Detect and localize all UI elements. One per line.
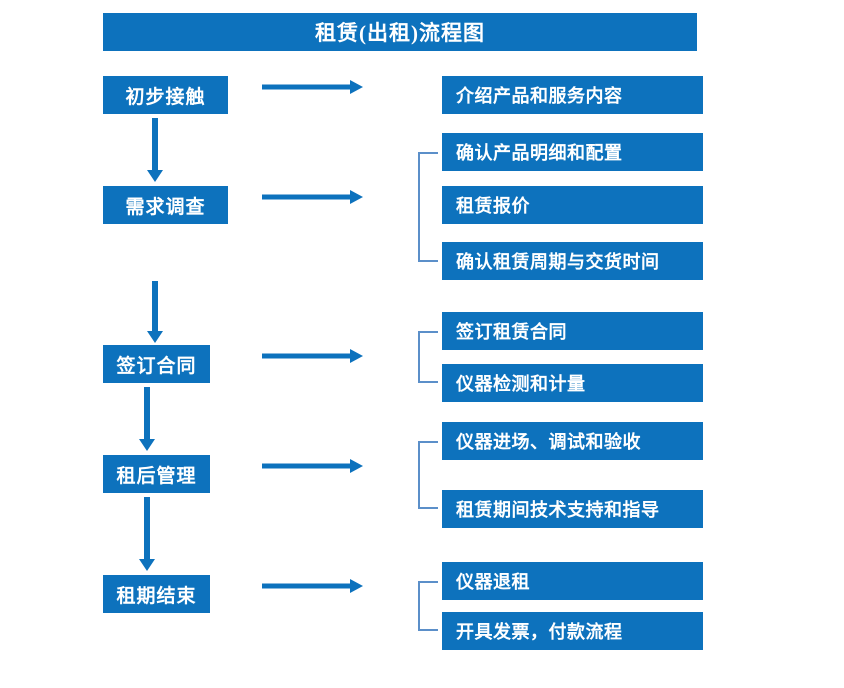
arrow-right-icon bbox=[262, 79, 363, 95]
detail-box[interactable]: 仪器退租 bbox=[442, 562, 703, 600]
detail-box[interactable]: 租赁期间技术支持和指导 bbox=[442, 490, 703, 528]
arrow-right-icon bbox=[262, 189, 363, 205]
page-title: 租赁(出租)流程图 bbox=[103, 13, 697, 51]
arrow-down-icon bbox=[136, 497, 158, 571]
group-bracket bbox=[418, 441, 438, 509]
detail-box[interactable]: 仪器检测和计量 bbox=[442, 364, 703, 402]
group-bracket bbox=[418, 581, 438, 631]
stage-box[interactable]: 签订合同 bbox=[103, 345, 210, 383]
arrow-down-icon bbox=[144, 118, 166, 182]
detail-box[interactable]: 确认租赁周期与交货时间 bbox=[442, 242, 703, 280]
group-bracket bbox=[418, 152, 438, 262]
stage-box[interactable]: 需求调查 bbox=[103, 186, 228, 224]
detail-box[interactable]: 租赁报价 bbox=[442, 186, 703, 224]
arrow-right-icon bbox=[262, 348, 363, 364]
stage-box[interactable]: 租后管理 bbox=[103, 455, 210, 493]
detail-box[interactable]: 介绍产品和服务内容 bbox=[442, 76, 703, 114]
arrow-right-icon bbox=[262, 578, 363, 594]
detail-box[interactable]: 仪器进场、调试和验收 bbox=[442, 422, 703, 460]
arrow-down-icon bbox=[136, 387, 158, 451]
stage-box[interactable]: 租期结束 bbox=[103, 575, 210, 613]
arrow-down-icon bbox=[144, 281, 166, 343]
group-bracket bbox=[418, 331, 438, 383]
stage-box[interactable]: 初步接触 bbox=[103, 76, 228, 114]
arrow-right-icon bbox=[262, 458, 363, 474]
detail-box[interactable]: 开具发票，付款流程 bbox=[442, 612, 703, 650]
detail-box[interactable]: 确认产品明细和配置 bbox=[442, 133, 703, 171]
detail-box[interactable]: 签订租赁合同 bbox=[442, 312, 703, 350]
